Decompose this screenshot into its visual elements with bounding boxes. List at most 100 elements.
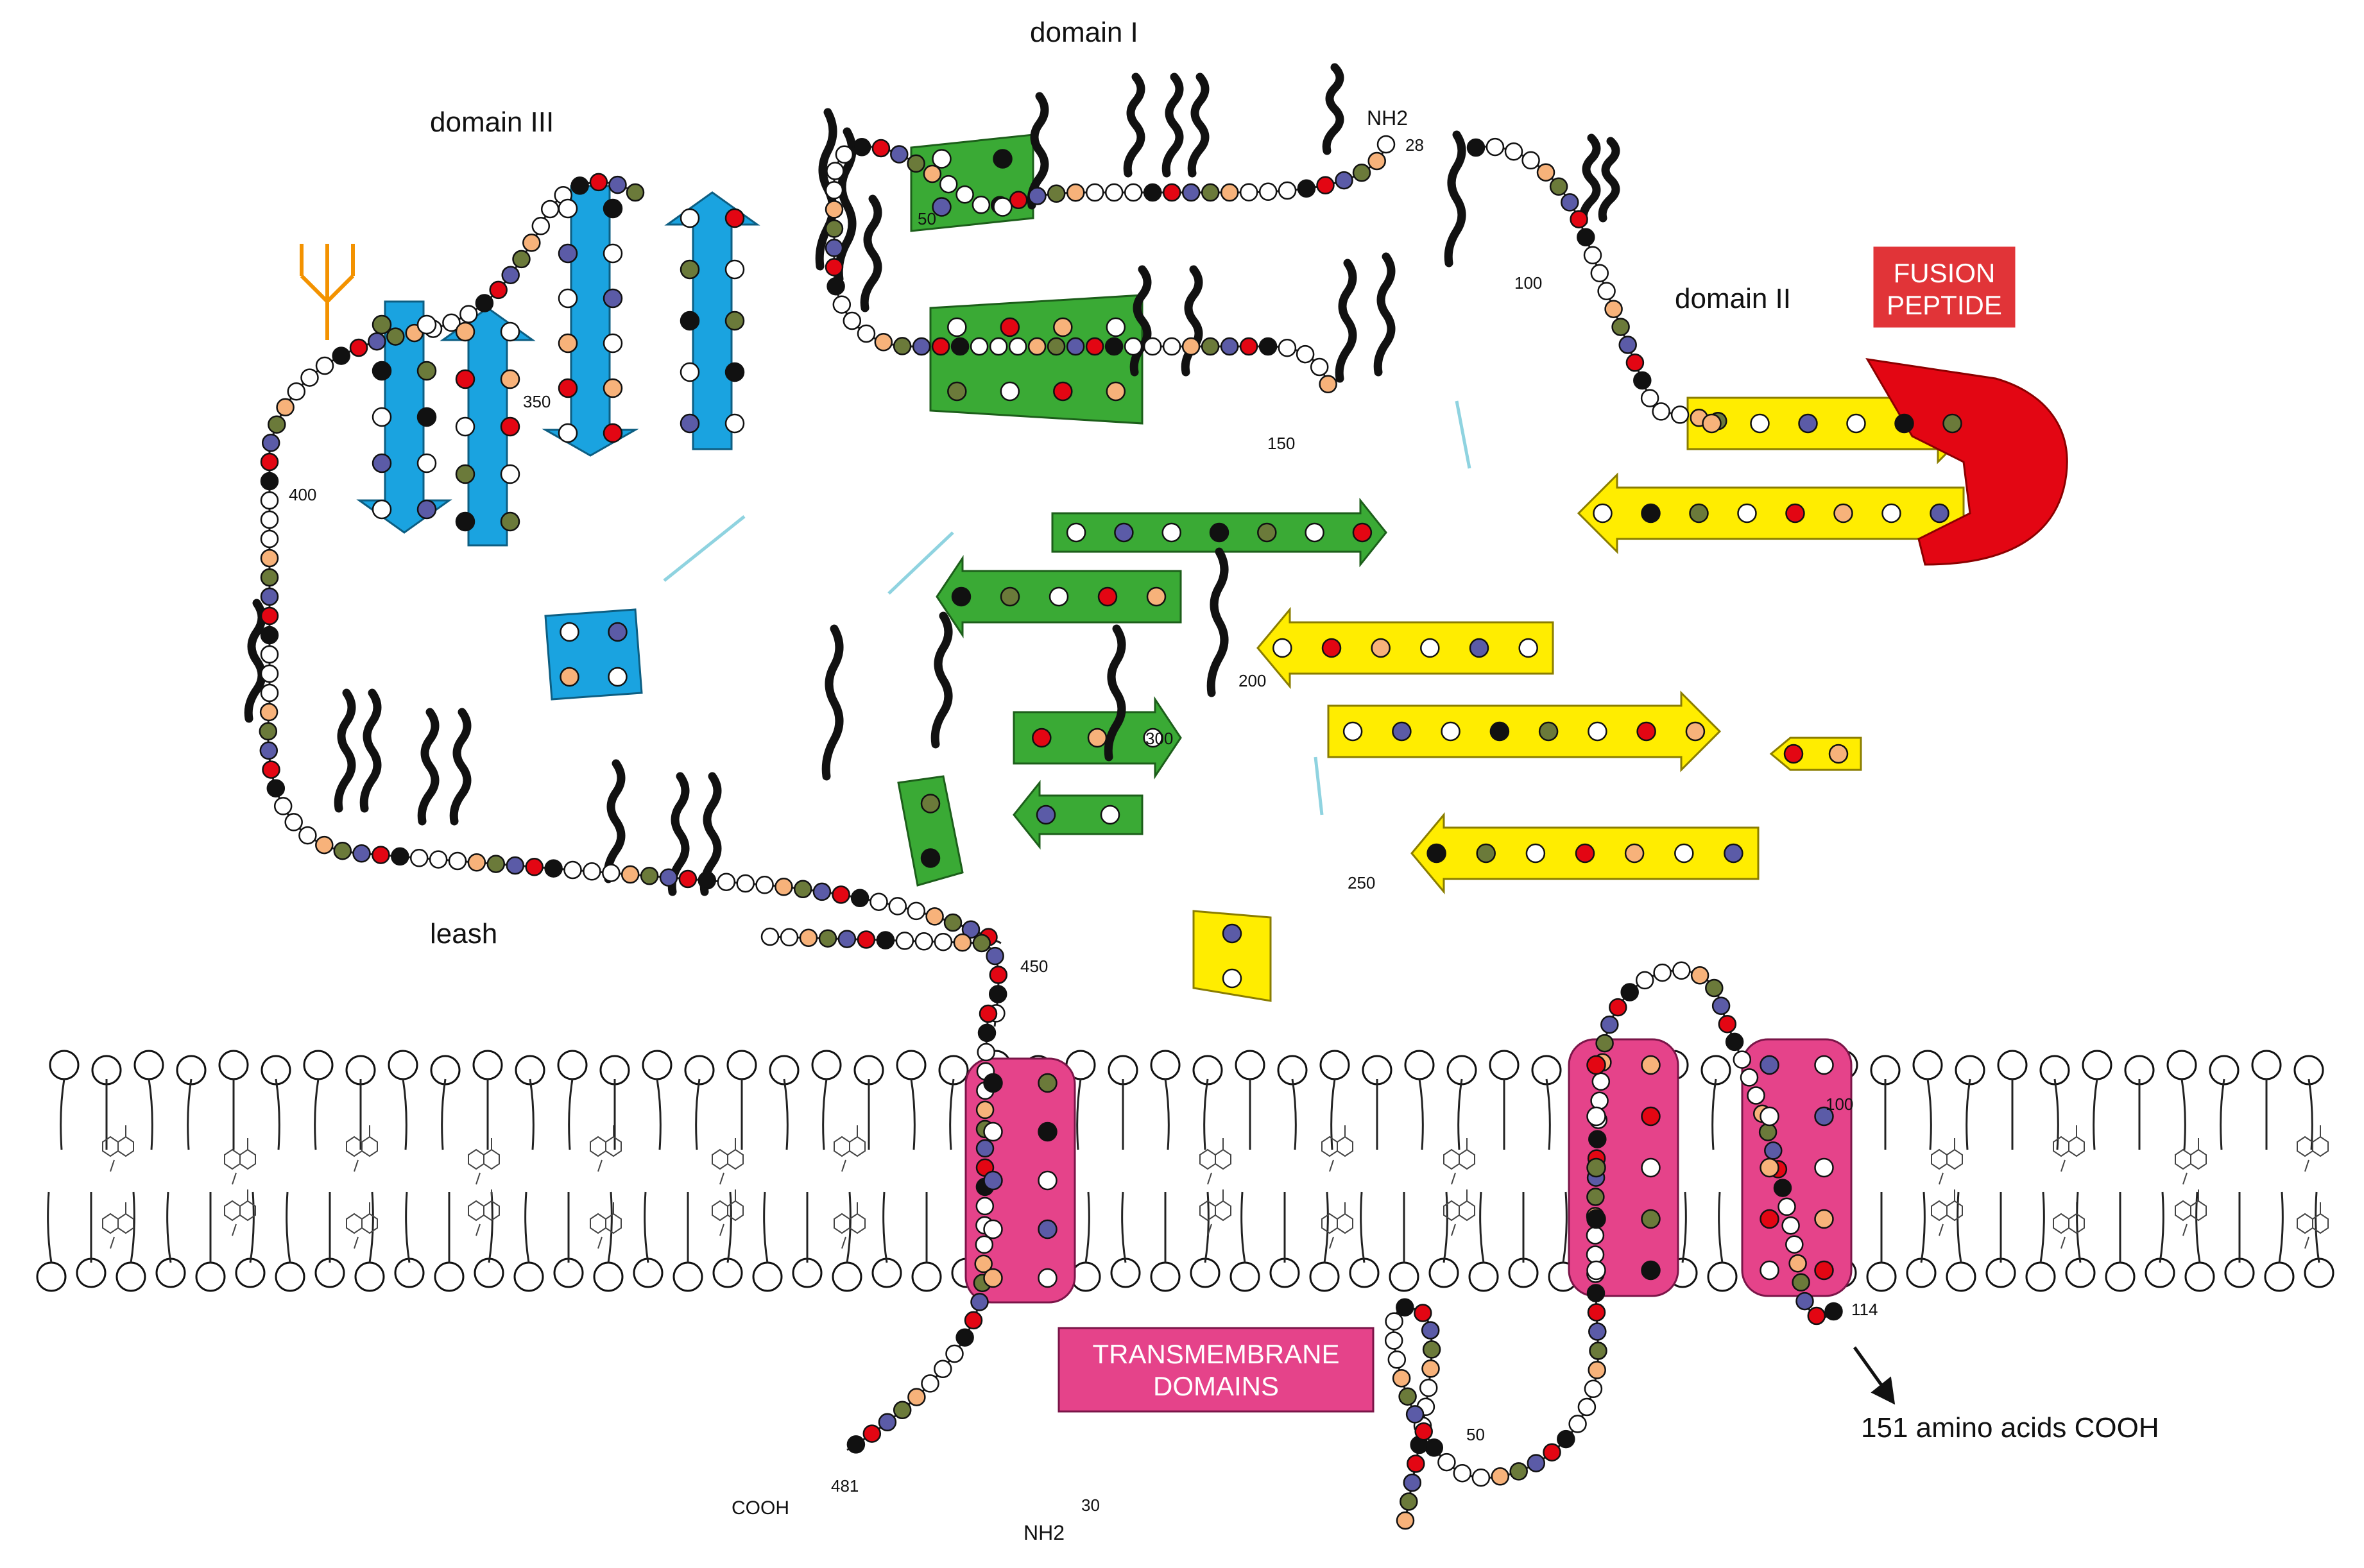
residue-bead [975, 1197, 995, 1216]
residue-bead [1257, 522, 1277, 543]
residue-bead [1635, 971, 1654, 990]
cholesterol-icon [590, 1125, 622, 1172]
residue-bead [259, 722, 278, 741]
residue-bead [832, 885, 850, 904]
lipid-head-lower [633, 1257, 664, 1288]
residue-bead [1421, 1321, 1440, 1340]
residue-bead [1143, 337, 1162, 356]
residue-bead [1760, 1260, 1779, 1281]
residue-bead [448, 851, 467, 871]
lipid-tail-lower [1718, 1191, 1724, 1263]
num-114: 114 [1851, 1300, 1878, 1319]
residue-bead [1930, 503, 1949, 524]
residue-bead [1047, 184, 1066, 203]
residue-bead [260, 683, 279, 703]
lipid-tail-upper [2220, 1078, 2225, 1150]
residue-bead [1425, 1438, 1444, 1457]
lipid-tail-upper [1926, 1078, 1932, 1150]
residue-bead [680, 208, 700, 228]
lipid-head-lower [2105, 1261, 2136, 1292]
residue-bead [1586, 1245, 1605, 1264]
lipid-tail-upper [314, 1078, 320, 1150]
lipid-chain-icon [1104, 624, 1126, 762]
residue-bead [260, 606, 279, 626]
residue-bead [1421, 1359, 1440, 1378]
residue-bead [975, 1100, 995, 1120]
residue-bead [1737, 503, 1757, 524]
residue-bead [1724, 843, 1743, 864]
residue-bead [1220, 337, 1239, 356]
residue-bead [1672, 961, 1691, 980]
residue-bead [975, 1235, 994, 1254]
lipid-tail-lower [368, 1191, 374, 1263]
residue-bead [920, 794, 941, 814]
lipid-head-lower [593, 1261, 624, 1292]
residue-bead [1352, 522, 1373, 543]
lipid-tail-upper [529, 1078, 535, 1150]
residue-bead [1114, 522, 1134, 543]
residue-bead [1557, 1429, 1575, 1449]
lipid-tail-upper [1291, 1078, 1297, 1150]
residue-bead [261, 433, 280, 452]
lipid-head-lower [1707, 1261, 1738, 1292]
residue-bead [1396, 1511, 1415, 1530]
residue-bead [1641, 1055, 1661, 1075]
residue-bead [943, 913, 963, 932]
fusion-box-line1: FUSION [1894, 258, 1996, 288]
residue-bead [871, 139, 891, 158]
residue-bead [983, 1121, 1003, 1142]
residue-bead [391, 847, 409, 866]
residue-bead [1420, 638, 1440, 658]
disulfide-4 [1314, 756, 1324, 815]
fusion-peptide-box: FUSION PEPTIDE [1873, 246, 2016, 328]
residue-bead [262, 760, 280, 779]
glycan-icon [300, 244, 355, 340]
amino-acid-residues [259, 135, 1962, 1530]
residue-bead [1538, 721, 1559, 742]
lipid-head-upper [472, 1050, 503, 1080]
residue-bead [907, 1388, 926, 1406]
residue-bead [1750, 413, 1770, 434]
residue-bead [1702, 413, 1722, 434]
lipid-head-upper [1489, 1050, 1520, 1080]
residue-bead [1181, 337, 1201, 356]
residue-bead [1586, 1188, 1605, 1206]
residue-bead [260, 626, 279, 645]
lipid-tail-lower [2315, 1191, 2320, 1263]
num-m100: 100 [1826, 1095, 1853, 1114]
residue-bead [544, 859, 563, 878]
residue-bead [1272, 638, 1292, 658]
num-350: 350 [523, 392, 551, 411]
residue-bead [287, 382, 306, 401]
lipid-chain-icon [1579, 133, 1601, 226]
residue-bead [603, 198, 623, 219]
residue-bead [522, 234, 541, 252]
residue-bead [368, 332, 386, 351]
residue-bead [923, 164, 942, 183]
fusion-box-line2: PEPTIDE [1887, 290, 2002, 320]
residue-bead [1161, 522, 1181, 543]
residue-bead [1640, 389, 1659, 407]
leash-label: leash [430, 918, 497, 950]
residue-bead [1568, 1415, 1587, 1433]
residue-bead [372, 846, 390, 864]
lipid-chain-icon [1187, 72, 1210, 178]
residue-bead [1600, 1015, 1619, 1034]
residue-bead [1352, 164, 1371, 182]
lipid-head-lower [195, 1261, 226, 1292]
residue-bead [717, 873, 736, 891]
residue-bead [1124, 337, 1143, 356]
residue-bead [603, 423, 623, 443]
residue-bead [558, 198, 578, 219]
lipid-head-lower [1229, 1261, 1260, 1292]
lipid-tail-lower [726, 1191, 732, 1263]
residue-bead [260, 568, 279, 587]
residue-bead [1162, 183, 1181, 202]
residue-bead [780, 928, 799, 947]
residue-bead [1618, 336, 1637, 354]
lipid-tail-lower [2076, 1191, 2082, 1263]
lipid-tail-lower [166, 1191, 172, 1263]
lipid-tail-lower [405, 1191, 411, 1263]
residue-bead [416, 361, 437, 381]
residue-bead [724, 311, 745, 331]
